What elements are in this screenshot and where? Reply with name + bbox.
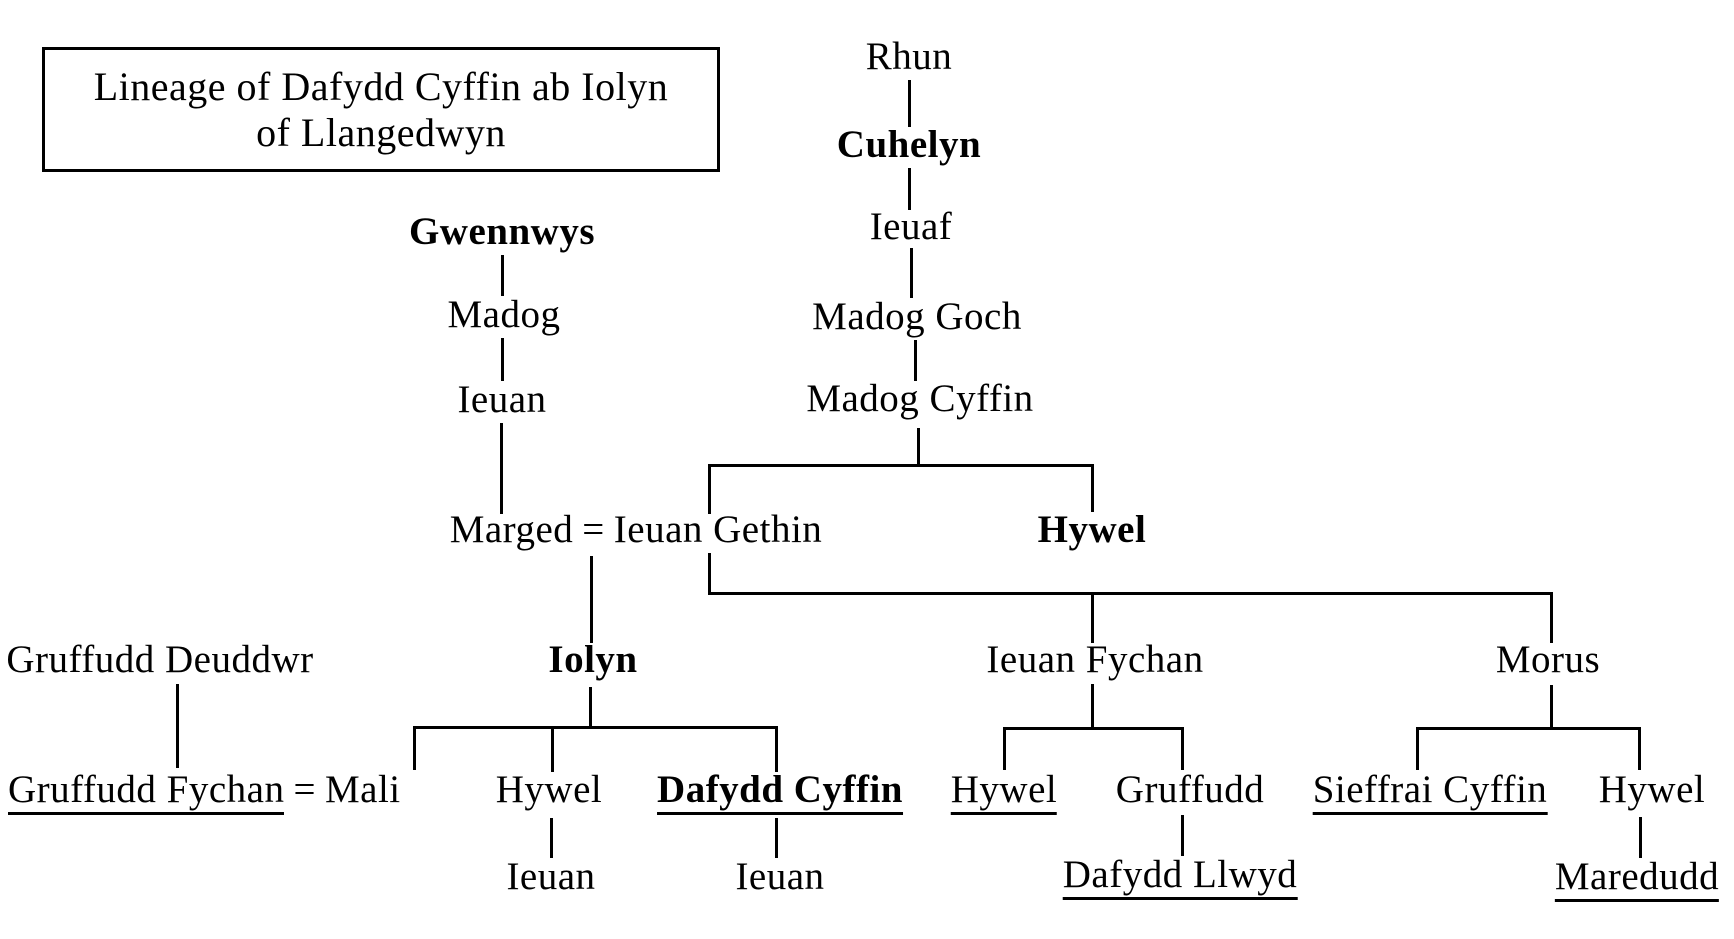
connector-ieuan-marged (500, 423, 503, 514)
connector-morus-stem (1550, 685, 1553, 727)
connector-drop-hywel-ap-iolyn (551, 726, 554, 772)
connector-drop-ieuan-fychan (1091, 592, 1094, 643)
connector-drop-sieffrai (1416, 727, 1419, 770)
connector-deuddwr-fychan (176, 684, 179, 768)
equals-sign: = (293, 768, 316, 811)
title-line-2: of Llangedwyn (256, 109, 506, 155)
connector-cuhelyn-ieuaf (908, 168, 911, 210)
connector-gwennwys-madog (501, 255, 504, 296)
node-sieffrai-cyffin: Sieffrai Cyffin (1312, 769, 1548, 815)
node-marriage-marged-ieuan-gethin: Marged=Ieuan Gethin (449, 508, 823, 551)
connector-drop-hywel (1091, 464, 1094, 512)
connector-drop-gruffudd (1181, 727, 1184, 770)
connector-gethin-elbow (708, 553, 711, 594)
sibling-line-ieuan-fychan-children (1003, 727, 1184, 730)
node-gwennwys: Gwennwys (408, 210, 596, 253)
node-hywel-ap-ieuan-fychan: Hywel (950, 769, 1058, 815)
connector-iolyn-stem (589, 687, 592, 726)
connector-drop-dafydd-cyffin (775, 726, 778, 772)
node-marged: Marged (449, 508, 574, 551)
connector-drop-morus (1550, 592, 1553, 643)
connector-drop-mali (413, 726, 416, 770)
connector-madog-cyffin-stem (917, 428, 920, 466)
node-mali: Mali (324, 768, 401, 811)
connector-drop-hywel-ap-ieuan-fychan (1003, 727, 1006, 770)
node-hywel-ap-madog: Hywel (1037, 508, 1147, 551)
connector-drop-hywel-ap-morus (1638, 727, 1641, 770)
node-madog-cyffin: Madog Cyffin (806, 377, 1034, 420)
title-line-1: Lineage of Dafydd Cyffin ab Iolyn (93, 63, 669, 109)
node-gruffudd-fychan: Gruffudd Fychan (8, 768, 285, 815)
sibling-line-ieuan-gethin-children (708, 592, 1553, 595)
node-madog: Madog (447, 293, 561, 336)
connector-hywel-ieuan (550, 818, 553, 858)
node-gruffudd-deuddwr: Gruffudd Deuddwr (6, 638, 314, 681)
node-ieuan-ap-dafydd: Ieuan (735, 855, 825, 898)
node-morus: Morus (1495, 638, 1601, 681)
sibling-line-madog-cyffin-children (708, 464, 1094, 467)
connector-hywel-maredudd (1639, 817, 1642, 858)
node-ieuaf: Ieuaf (869, 205, 953, 248)
title-box: Lineage of Dafydd Cyffin ab Iolyn of Lla… (42, 47, 720, 172)
connector-madog-ieuan (501, 338, 504, 381)
connector-marriage-iolyn (590, 556, 593, 643)
node-ieuan-ap-hywel: Ieuan (506, 855, 596, 898)
node-hywel-ap-iolyn: Hywel (495, 768, 603, 811)
node-gruffudd: Gruffudd (1115, 768, 1265, 811)
equals-sign: = (582, 508, 605, 551)
connector-rhun-cuhelyn (908, 80, 911, 127)
connector-ieuan-fychan-stem (1091, 684, 1094, 727)
connector-madog-goch-madog-cyffin (914, 340, 917, 381)
connector-ieuaf-madog-goch (910, 248, 913, 298)
connector-gruffudd-dafydd-llwyd (1181, 815, 1184, 856)
connector-drop-ieuan-gethin (708, 464, 711, 514)
node-dafydd-cyffin: Dafydd Cyffin (657, 769, 903, 815)
sibling-line-morus-children (1416, 727, 1641, 730)
node-ieuan-fychan: Ieuan Fychan (986, 638, 1204, 681)
node-cuhelyn: Cuhelyn (836, 123, 982, 166)
node-maredudd: Maredudd (1554, 856, 1720, 902)
node-ieuan: Ieuan (457, 378, 547, 421)
node-madog-goch: Madog Goch (812, 295, 1022, 338)
node-ieuan-gethin: Ieuan Gethin (613, 508, 823, 551)
node-marriage-gruffudd-fychan-mali: Gruffudd Fychan=Mali (8, 768, 401, 815)
node-hywel-ap-morus: Hywel (1598, 768, 1706, 811)
node-dafydd-llwyd: Dafydd Llwyd (1062, 854, 1298, 900)
connector-dafydd-ieuan (775, 818, 778, 858)
node-iolyn: Iolyn (548, 638, 638, 681)
node-rhun: Rhun (865, 35, 953, 78)
sibling-line-iolyn-children (413, 726, 778, 729)
